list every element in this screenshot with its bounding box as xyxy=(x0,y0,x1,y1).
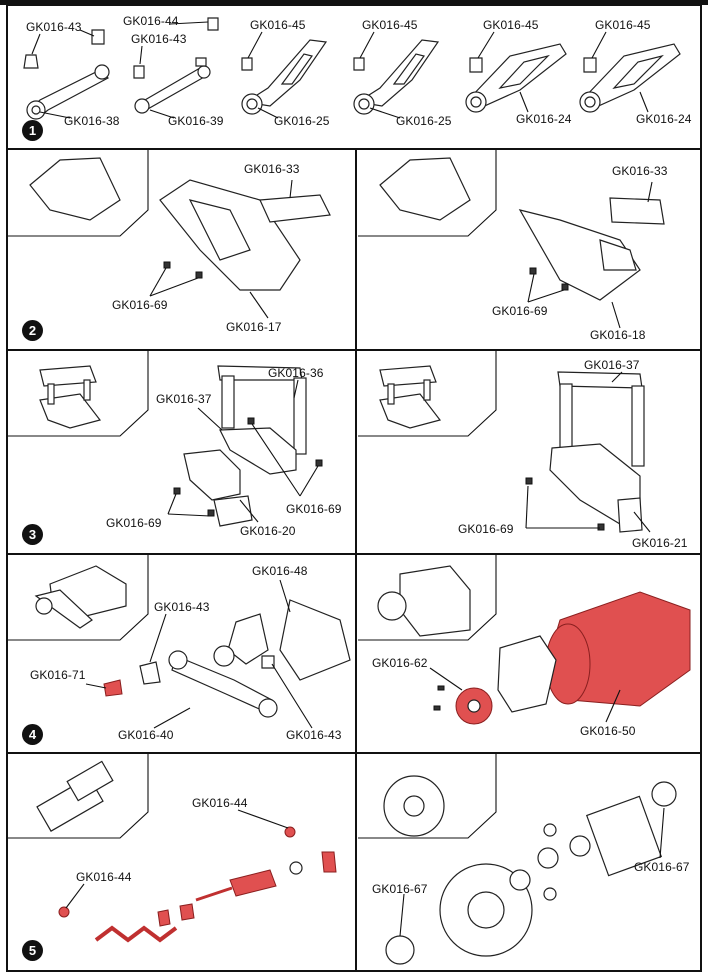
step-number: 3 xyxy=(22,524,43,545)
part-label: GK016-40 xyxy=(118,728,174,742)
divider-2 xyxy=(6,349,702,351)
section-3-parts xyxy=(39,365,651,533)
part-label: GK016-18 xyxy=(590,328,646,342)
step-number: 1 xyxy=(22,120,43,141)
part-label: GK016-69 xyxy=(492,304,548,318)
part-label: GK016-43 xyxy=(131,32,187,46)
part-label: GK016-43 xyxy=(286,728,342,742)
step-number: 2 xyxy=(22,320,43,341)
part-label: GK016-25 xyxy=(274,114,330,128)
divider-1 xyxy=(6,148,702,150)
divider-3 xyxy=(6,553,702,555)
divider-4 xyxy=(6,752,702,754)
part-label: GK016-44 xyxy=(123,14,179,28)
section-2-parts xyxy=(29,157,665,329)
part-label: GK016-43 xyxy=(26,20,82,34)
part-label: GK016-24 xyxy=(516,112,572,126)
part-label: GK016-25 xyxy=(396,114,452,128)
center-divider xyxy=(355,148,357,972)
part-label: GK016-67 xyxy=(634,860,690,874)
top-bar xyxy=(0,0,708,5)
part-label: GK016-50 xyxy=(580,724,636,738)
part-label: GK016-43 xyxy=(154,600,210,614)
part-label: GK016-44 xyxy=(192,796,248,810)
part-label: GK016-37 xyxy=(584,358,640,372)
part-label: GK016-45 xyxy=(362,18,418,32)
inset-boxes xyxy=(8,150,497,839)
page-frame xyxy=(6,4,702,972)
part-label: GK016-44 xyxy=(76,870,132,884)
section-4-parts xyxy=(34,565,691,729)
part-label: GK016-37 xyxy=(156,392,212,406)
part-label: GK016-21 xyxy=(632,536,688,550)
part-label: GK016-17 xyxy=(226,320,282,334)
part-label: GK016-36 xyxy=(268,366,324,380)
part-label: GK016-33 xyxy=(244,162,300,176)
part-label: GK016-67 xyxy=(372,882,428,896)
section-1-parts xyxy=(23,17,681,120)
step-number: 4 xyxy=(22,724,43,745)
part-label: GK016-48 xyxy=(252,564,308,578)
part-label: GK016-69 xyxy=(458,522,514,536)
part-label: GK016-69 xyxy=(106,516,162,530)
part-label: GK016-71 xyxy=(30,668,86,682)
section-5-parts xyxy=(36,760,677,965)
part-label: GK016-45 xyxy=(595,18,651,32)
step-number: 5 xyxy=(22,940,43,961)
part-label: GK016-24 xyxy=(636,112,692,126)
part-label: GK016-45 xyxy=(250,18,306,32)
part-label: GK016-69 xyxy=(286,502,342,516)
part-label: GK016-62 xyxy=(372,656,428,670)
part-label: GK016-45 xyxy=(483,18,539,32)
part-label: GK016-20 xyxy=(240,524,296,538)
part-label: GK016-38 xyxy=(64,114,120,128)
part-label: GK016-33 xyxy=(612,164,668,178)
part-label: GK016-69 xyxy=(112,298,168,312)
part-label: GK016-39 xyxy=(168,114,224,128)
